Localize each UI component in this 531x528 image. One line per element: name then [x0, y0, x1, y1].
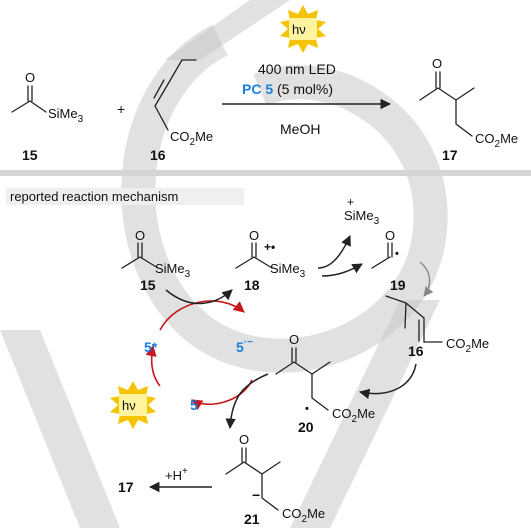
arrow-16-to-20 — [358, 363, 417, 399]
svg-text:•: • — [395, 248, 399, 260]
label-16-mech: 16 — [408, 343, 424, 359]
arrow-18-to-19 — [321, 263, 363, 277]
svg-text:CO2Me: CO2Me — [332, 406, 375, 425]
svg-text:CO2Me: CO2Me — [282, 506, 325, 525]
svg-text:hν: hν — [292, 22, 306, 37]
svg-text:O: O — [432, 56, 442, 71]
label-18: 18 — [244, 277, 260, 293]
svg-text:CO2Me: CO2Me — [446, 336, 489, 355]
svg-text:O: O — [25, 70, 35, 85]
label-15-mech: 15 — [140, 277, 156, 293]
plus-sign: + — [117, 101, 125, 117]
section-divider — [0, 170, 531, 176]
svg-text:+•: +• — [264, 240, 275, 254]
label-17-top: 17 — [442, 147, 458, 163]
compound-20: O • CO2Me 20 — [275, 332, 375, 435]
mechanism-title-bg — [6, 188, 244, 205]
svg-text:O: O — [289, 332, 299, 347]
mechanism-title: reported reaction mechanism — [10, 189, 178, 204]
proton-label: +H+ — [165, 466, 188, 483]
conditions-catalyst: PC 5 (5 mol%) — [242, 81, 333, 97]
sun-icon-top: hν — [280, 5, 326, 53]
compound-15-top: O SiMe3 15 — [11, 70, 84, 163]
compound-15-mech: O SiMe3 15 — [121, 228, 191, 293]
label-17-mech: 17 — [118, 479, 134, 495]
compound-18: O +• SiMe3 18 — [235, 228, 306, 293]
arrow-15-to-18 — [165, 289, 233, 305]
arrow-reduced-to-ground — [191, 379, 253, 411]
svg-text:O: O — [385, 228, 395, 243]
compound-16-top: CO2Me 16 — [150, 59, 213, 163]
compound-19: O • 19 — [371, 228, 406, 293]
svg-text:SiMe3: SiMe3 — [48, 106, 84, 125]
label-21: 21 — [244, 511, 260, 527]
compound-17-top: O CO2Me 17 — [419, 56, 518, 163]
catalyst-ground: 5 — [190, 397, 198, 413]
conditions-light: 400 nm LED — [258, 61, 336, 77]
arrow-radical-addition — [419, 261, 434, 297]
svg-text:O: O — [239, 432, 249, 447]
svg-text:CO2Me: CO2Me — [475, 131, 518, 150]
svg-text:−: − — [252, 487, 260, 503]
svg-text:O: O — [249, 228, 259, 243]
svg-text:•: • — [305, 403, 309, 415]
label-20: 20 — [298, 419, 314, 435]
arrow-excited-to-reduced — [159, 300, 245, 331]
photocatalytic-cycle: 5* 5·− 5 — [144, 289, 269, 430]
watermark — [0, 0, 448, 528]
svg-text:hν: hν — [122, 398, 136, 413]
label-16-top: 16 — [150, 147, 166, 163]
catalyst-excited: 5* — [144, 339, 158, 355]
arrow-20-to-21 — [225, 373, 269, 430]
compound-21: O − CO2Me 21 — [225, 432, 325, 527]
svg-text:CO2Me: CO2Me — [170, 129, 213, 148]
conditions-solvent: MeOH — [280, 121, 320, 137]
svg-text:SiMe3: SiMe3 — [155, 261, 191, 280]
sun-icon-mech: hν — [110, 381, 156, 429]
compound-16-mech: CO2Me 16 — [385, 295, 489, 359]
arrow-silyl-loss — [317, 235, 351, 269]
svg-text:+: + — [347, 195, 354, 209]
trimethylsilyl-cation: + SiMe3 — [344, 195, 380, 227]
svg-text:SiMe3: SiMe3 — [344, 208, 380, 227]
label-15-top: 15 — [22, 147, 38, 163]
arrow-ground-to-excited — [145, 344, 161, 387]
label-19: 19 — [390, 277, 406, 293]
svg-text:O: O — [135, 228, 145, 243]
catalyst-reduced: 5·− — [236, 337, 253, 355]
svg-text:SiMe3: SiMe3 — [270, 261, 306, 280]
